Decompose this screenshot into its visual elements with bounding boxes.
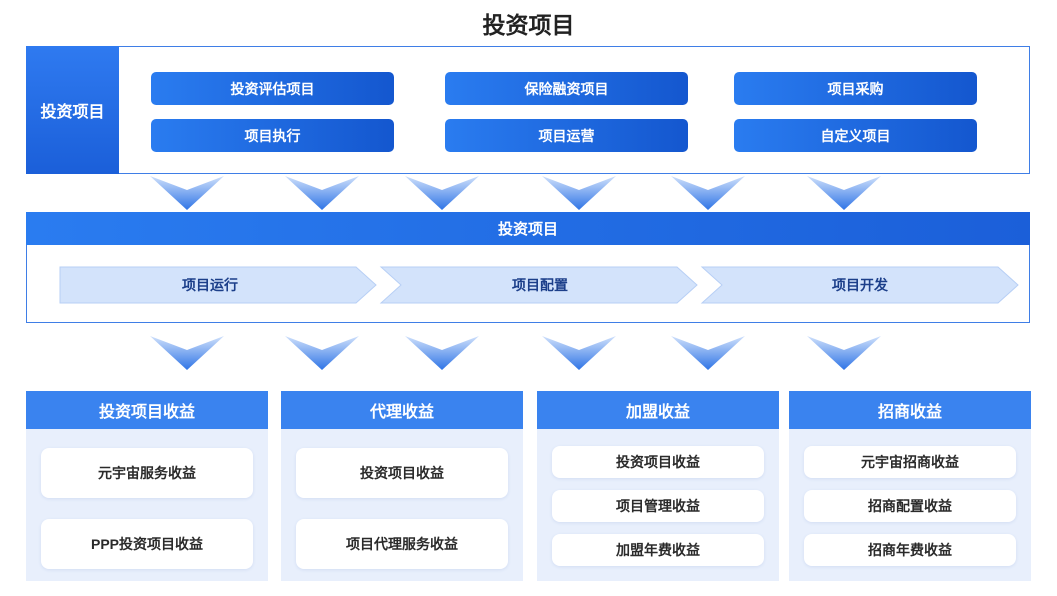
top-item-3: 项目采购 (734, 72, 977, 105)
stage-label-3: 项目开发 (832, 277, 888, 293)
top-panel (26, 46, 1030, 174)
down-arrow-icon (285, 176, 359, 210)
arrow-row-lower (150, 336, 881, 370)
top-item-2: 保险融资项目 (445, 72, 688, 105)
stage-chevrons (59, 266, 1019, 304)
down-arrow-icon (542, 176, 616, 210)
column-title: 投资项目收益 (26, 391, 268, 429)
stage-label-1: 项目运行 (182, 277, 238, 293)
stage-chevron-3 (700, 266, 1019, 304)
revenue-column-franchise: 加盟收益 投资项目收益 项目管理收益 加盟年费收益 (537, 391, 779, 581)
revenue-card: 加盟年费收益 (552, 534, 764, 566)
down-arrow-icon (671, 176, 745, 210)
revenue-column-investment-attraction: 招商收益 元宇宙招商收益 招商配置收益 招商年费收益 (789, 391, 1031, 581)
top-item-6: 自定义项目 (734, 119, 977, 152)
column-title: 加盟收益 (537, 391, 779, 429)
revenue-card: 项目代理服务收益 (296, 519, 508, 569)
down-arrow-icon (671, 336, 745, 370)
down-arrow-icon (285, 336, 359, 370)
stage-label-2: 项目配置 (512, 277, 568, 293)
revenue-card: 投资项目收益 (552, 446, 764, 478)
down-arrow-icon (542, 336, 616, 370)
arrow-row-upper (150, 176, 881, 210)
revenue-card: PPP投资项目收益 (41, 519, 253, 569)
down-arrow-icon (405, 336, 479, 370)
top-item-5: 项目运营 (445, 119, 688, 152)
top-item-1: 投资评估项目 (151, 72, 394, 105)
revenue-column-investment: 投资项目收益 元宇宙服务收益 PPP投资项目收益 (26, 391, 268, 581)
column-title: 代理收益 (281, 391, 523, 429)
down-arrow-icon (807, 176, 881, 210)
revenue-column-agency: 代理收益 投资项目收益 项目代理服务收益 (281, 391, 523, 581)
revenue-card: 招商年费收益 (804, 534, 1016, 566)
stage-chevron-2 (379, 266, 698, 304)
revenue-card: 招商配置收益 (804, 490, 1016, 522)
revenue-card: 元宇宙服务收益 (41, 448, 253, 498)
column-title: 招商收益 (789, 391, 1031, 429)
down-arrow-icon (150, 176, 224, 210)
down-arrow-icon (405, 176, 479, 210)
diagram-title: 投资项目 (482, 12, 575, 38)
revenue-card: 项目管理收益 (552, 490, 764, 522)
down-arrow-icon (150, 336, 224, 370)
middle-header: 投资项目 (26, 212, 1030, 245)
top-item-4: 项目执行 (151, 119, 394, 152)
down-arrow-icon (807, 336, 881, 370)
revenue-card: 投资项目收益 (296, 448, 508, 498)
top-side-label: 投资项目 (26, 46, 119, 174)
stage-chevron-1 (59, 266, 377, 304)
revenue-card: 元宇宙招商收益 (804, 446, 1016, 478)
